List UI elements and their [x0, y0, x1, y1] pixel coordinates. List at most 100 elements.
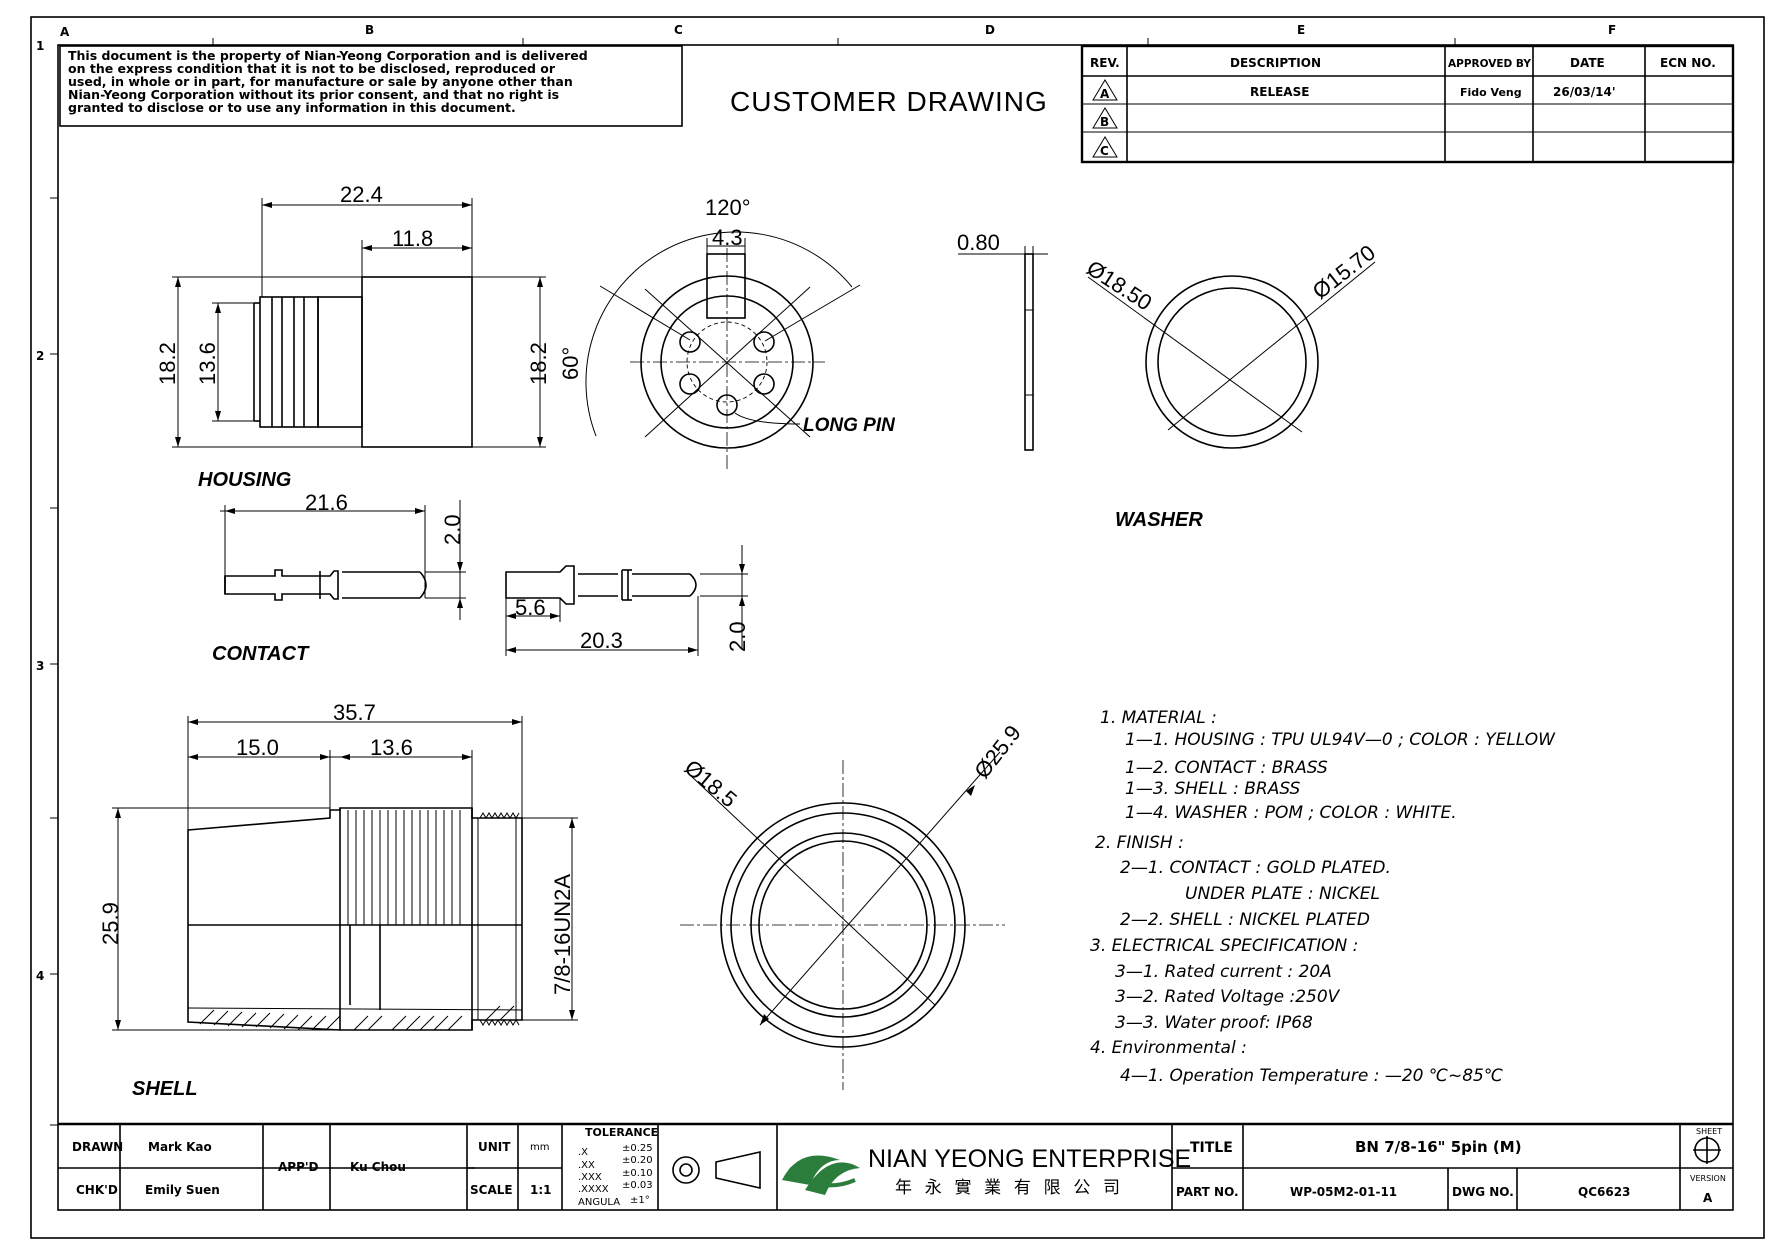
note-line-5: 1—4. WASHER : POM ; COLOR : WHITE. — [1125, 803, 1457, 823]
grid-columns: A B C D E F — [60, 23, 1616, 39]
face-view: 120° 4.3 60° LONG PIN — [558, 195, 896, 470]
dim-housing-left-height: 18.2 — [155, 342, 180, 385]
company-name-cn: 年 永 實 業 有 限 公 司 — [895, 1178, 1124, 1197]
unit-label: UNIT — [478, 1140, 511, 1154]
version-label: VERSION — [1690, 1174, 1726, 1183]
unit-value: mm — [530, 1142, 549, 1153]
rev-header: REV. — [1090, 56, 1120, 70]
inner-frame — [57, 44, 1734, 1211]
rev-a-approved: Fido Veng — [1460, 86, 1522, 99]
description-header: DESCRIPTION — [1230, 56, 1321, 70]
note-line-8: UNDER PLATE : NICKEL — [1185, 884, 1380, 904]
dim-shell-thread: 7/8-16UN2A — [550, 874, 575, 995]
shell-view: 35.7 15.0 13.6 25.9 7/8-16UN2A SHELL — [98, 700, 578, 1100]
dim-face-key: 4.3 — [712, 225, 743, 250]
notice-line-3: used, in whole or in part, for manufactu… — [68, 74, 573, 89]
appd-label: APP'D — [278, 1160, 319, 1174]
note-line-13: 3—3. Water proof: IP68 — [1115, 1013, 1313, 1033]
drawn-value: Mark Kao — [148, 1140, 212, 1154]
company-logo-icon — [782, 1155, 860, 1195]
grid-row-3: 3 — [36, 659, 44, 673]
dim-washer-thickness: 0.80 — [957, 230, 1000, 255]
dim-face-side-angle: 60° — [558, 347, 583, 380]
tol-val-3: ±0.10 — [622, 1168, 653, 1179]
dwg-no-label: DWG NO. — [1452, 1185, 1514, 1199]
rev-triangle-icon — [1092, 136, 1118, 158]
version-value: A — [1703, 1191, 1713, 1205]
housing-view: 22.4 11.8 18.2 13.6 18.2 HOUSING — [155, 182, 551, 491]
grid-row-2: 2 — [36, 349, 44, 363]
note-line-12: 3—2. Rated Voltage :250V — [1115, 987, 1341, 1007]
drawing-title: CUSTOMER DRAWING — [730, 86, 1048, 117]
tol-key-2: .XX — [578, 1160, 595, 1171]
shell-section-hatch — [187, 1005, 523, 1031]
rev-c: C — [1100, 144, 1109, 158]
grid-col-c: C — [674, 23, 683, 37]
note-line-7: 2—1. CONTACT : GOLD PLATED. — [1120, 858, 1391, 878]
grid-col-e: E — [1297, 23, 1305, 37]
part-no-label: PART NO. — [1176, 1185, 1239, 1199]
grid-rows: 1 2 3 4 — [36, 39, 44, 983]
notes: 1. MATERIAL : 1—1. HOUSING : TPU UL94V—0… — [1090, 708, 1556, 1086]
grid-ticks — [50, 38, 1456, 1126]
dim-contact-short-tip: 5.6 — [515, 595, 546, 620]
dim-front-outer-dia: Ø25.9 — [969, 720, 1026, 783]
tol-val-1: ±0.25 — [622, 1143, 653, 1154]
chkd-value: Emily Suen — [145, 1183, 220, 1197]
dim-front-inner-dia: Ø18.5 — [680, 755, 742, 813]
washer-view: Ø18.50 Ø15.70 WASHER — [1082, 240, 1380, 531]
dim-housing-right-height: 18.2 — [526, 342, 551, 385]
dim-washer-inner: Ø15.70 — [1308, 240, 1380, 304]
grid-col-d: D — [985, 23, 995, 37]
dim-contact-long-length: 21.6 — [305, 490, 348, 515]
housing-label: HOUSING — [198, 469, 291, 491]
grid-row-1: 1 — [36, 39, 44, 53]
dim-contact-long-dia: 2.0 — [440, 514, 465, 545]
chkd-label: CHK'D — [76, 1183, 118, 1197]
part-title: BN 7/8-16" 5pin (M) — [1355, 1138, 1522, 1156]
sheet-label: SHEET — [1696, 1127, 1722, 1136]
rev-a-description: RELEASE — [1250, 85, 1309, 99]
tol-val-5: ±1° — [630, 1195, 650, 1206]
appd-value: Ku Chou — [350, 1160, 406, 1174]
dim-housing-inner-height: 13.6 — [195, 342, 220, 385]
knurl-lines — [347, 810, 461, 925]
tol-val-4: ±0.03 — [622, 1180, 653, 1191]
tol-key-1: .X — [578, 1147, 588, 1158]
title-block: DRAWN Mark Kao CHK'D Emily Suen APP'D Ku… — [58, 1122, 1733, 1210]
note-line-1: 1. MATERIAL : — [1100, 708, 1217, 728]
dim-washer-outer: Ø18.50 — [1082, 255, 1156, 315]
notice-line-4: Nian-Yeong Corporation without its prior… — [68, 87, 559, 102]
tolerance-label: TOLERANCE — [585, 1126, 658, 1139]
shell-label: SHELL — [132, 1078, 198, 1100]
sheet-target-icon — [1693, 1136, 1721, 1164]
drawn-label: DRAWN — [72, 1140, 123, 1154]
note-line-3: 1—2. CONTACT : BRASS — [1125, 758, 1328, 778]
dim-shell-height: 25.9 — [98, 902, 123, 945]
tol-key-4: .XXXX — [578, 1184, 609, 1195]
note-line-4: 1—3. SHELL : BRASS — [1125, 779, 1301, 799]
notice-text: This document is the property of Nian-Ye… — [68, 48, 588, 115]
long-pin-callout: LONG PIN — [803, 415, 896, 436]
dwg-no-value: QC6623 — [1578, 1185, 1630, 1199]
note-line-15: 4—1. Operation Temperature : —20 ℃~85℃ — [1120, 1066, 1503, 1086]
date-header: DATE — [1570, 56, 1605, 70]
grid-col-f: F — [1608, 23, 1616, 37]
washer-side-view: 0.80 — [957, 230, 1048, 451]
washer-label: WASHER — [1115, 509, 1203, 531]
notice-line-2: on the express condition that it is not … — [68, 61, 556, 76]
notice-line-5: granted to disclose or to use any inform… — [68, 100, 516, 115]
shell-front-view: Ø18.5 Ø25.9 — [680, 720, 1026, 1090]
note-line-11: 3—1. Rated current : 20A — [1115, 962, 1332, 982]
scale-value: 1:1 — [530, 1183, 552, 1197]
dim-contact-short-length: 20.3 — [580, 628, 623, 653]
note-line-6: 2. FINISH : — [1095, 833, 1184, 853]
contact-label: CONTACT — [212, 643, 310, 665]
note-line-14: 4. Environmental : — [1090, 1038, 1247, 1058]
notice-box — [59, 45, 683, 127]
revision-table: REV. DESCRIPTION APPROVED BY DATE ECN NO… — [1080, 44, 1735, 164]
rev-triangle-icon — [1092, 79, 1118, 101]
dim-contact-short-dia: 2.0 — [725, 621, 750, 652]
dim-shell-knurl: 13.6 — [370, 735, 413, 760]
third-angle-projection-icon — [672, 1150, 761, 1190]
